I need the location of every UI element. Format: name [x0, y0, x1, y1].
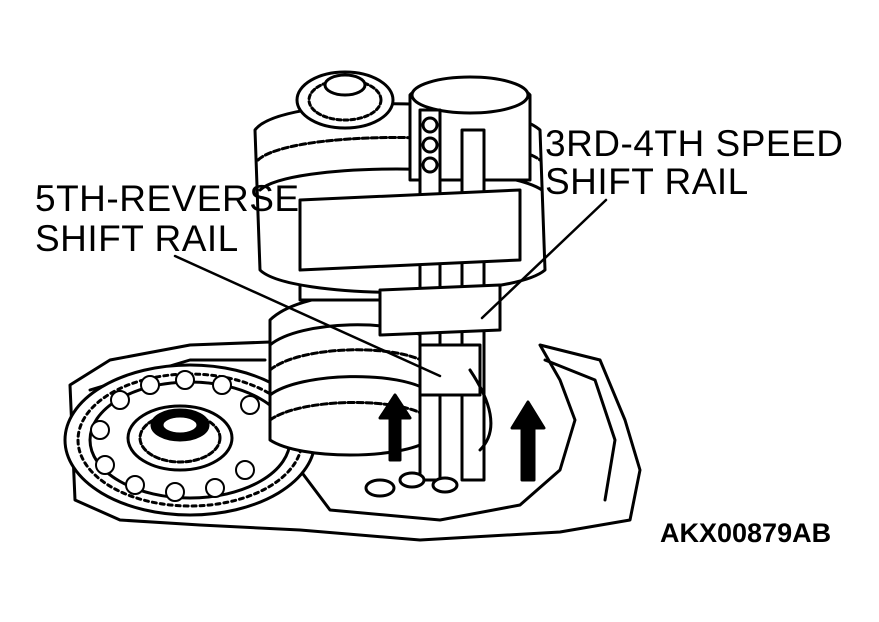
leader-line-5th-reverse: [173, 254, 442, 378]
lift-arrow-left: [378, 393, 412, 462]
figure-id: AKX00879AB: [660, 518, 832, 548]
callout-5th-reverse-line1: 5TH-REVERSE: [35, 178, 300, 219]
callout-3rd-4th-line1: 3RD-4TH SPEED: [545, 123, 844, 164]
lift-arrow-right: [510, 400, 546, 482]
differential-bearing: [126, 404, 234, 472]
callout-5th-reverse-line2: SHIFT RAIL: [35, 218, 239, 259]
leader-line-3rd-4th: [480, 198, 608, 320]
shift-rail-assembly: [298, 75, 532, 482]
callout-3rd-4th-line2: SHIFT RAIL: [545, 161, 749, 202]
washers: [364, 471, 459, 498]
